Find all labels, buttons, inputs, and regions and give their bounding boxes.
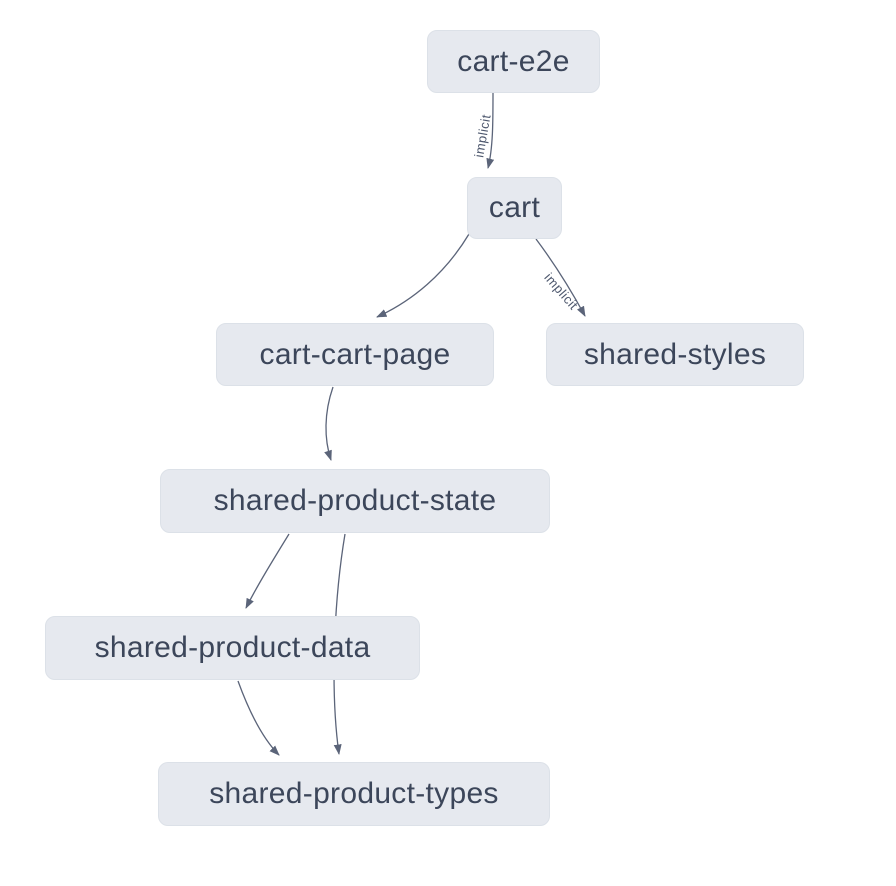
edge-shared-product-state-to-shared-product-data	[245, 533, 290, 609]
node-shared-styles[interactable]: shared-styles	[546, 323, 804, 386]
edge-cart-to-shared-styles: implicit	[535, 238, 586, 317]
edge-cart-e2e-to-cart: implicit	[471, 92, 495, 169]
edge-cart-cart-page-to-shared-product-state	[324, 386, 334, 461]
node-shared-product-state[interactable]: shared-product-state	[160, 469, 550, 533]
edge-shared-product-data-to-shared-product-types	[237, 680, 280, 756]
node-label: cart-e2e	[457, 44, 570, 78]
node-shared-product-types[interactable]: shared-product-types	[158, 762, 550, 826]
edge-cart-to-cart-cart-page	[376, 233, 470, 318]
node-label: shared-product-state	[213, 484, 497, 517]
node-cart-cart-page[interactable]: cart-cart-page	[216, 323, 494, 386]
node-label: cart-cart-page	[259, 337, 451, 371]
node-label: shared-product-data	[94, 631, 371, 664]
node-cart-e2e[interactable]: cart-e2e	[427, 30, 600, 93]
node-shared-product-data[interactable]: shared-product-data	[45, 616, 420, 680]
node-cart[interactable]: cart	[467, 177, 562, 239]
node-label: shared-product-types	[209, 777, 499, 810]
node-label: shared-styles	[583, 337, 767, 371]
node-label: cart	[488, 191, 541, 224]
edge-label-implicit: implicit	[471, 113, 493, 159]
